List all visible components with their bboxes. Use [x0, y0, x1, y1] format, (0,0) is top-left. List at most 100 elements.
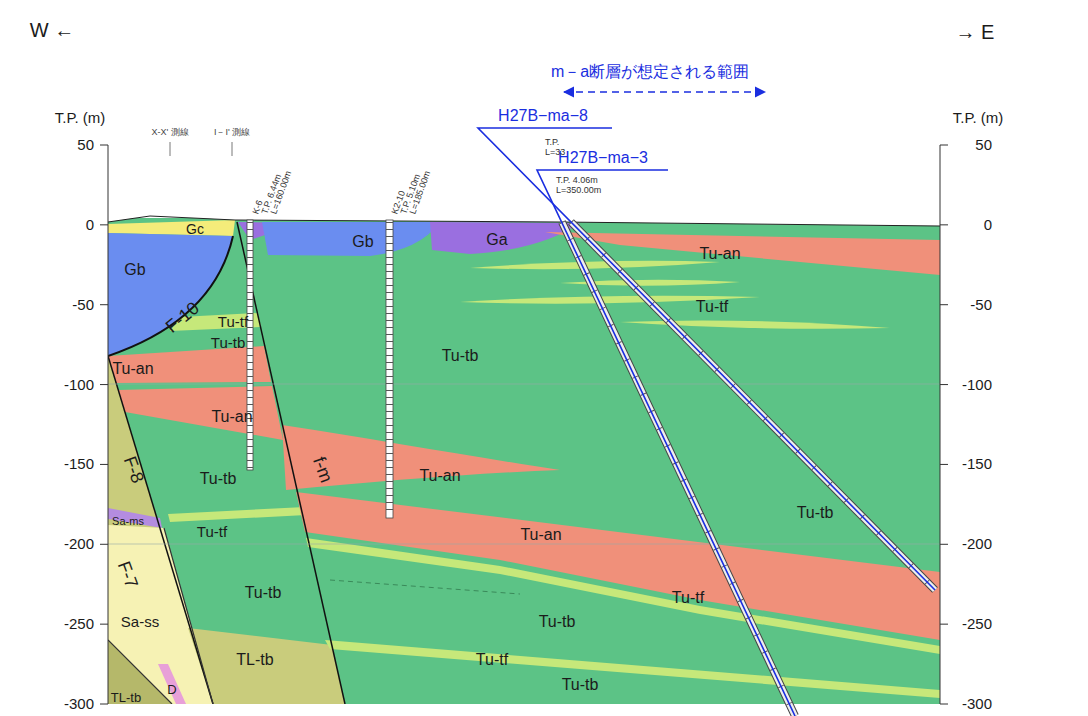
axis-number: -50	[72, 296, 94, 313]
axis-number: -250	[962, 616, 992, 633]
unit-label: Tu-tf	[218, 314, 248, 331]
ga-body	[430, 222, 580, 254]
unit-label: Tu-tb	[539, 613, 576, 631]
axis-number: -300	[64, 696, 94, 713]
fault-line	[108, 528, 213, 704]
unit-label: Gb	[124, 261, 145, 279]
unit-label: Tu-tf	[197, 524, 227, 541]
boundary-line	[330, 580, 520, 594]
section-line-label: X-X' 測線	[151, 128, 188, 138]
gb-body	[262, 222, 440, 256]
unit-label: Ga	[486, 231, 507, 249]
axis-number: -300	[962, 696, 992, 713]
unit-label: Gb	[352, 233, 373, 251]
axis-number: 50	[77, 137, 94, 154]
range-label: m－a断層が想定される範囲	[551, 63, 749, 81]
tu-an-body	[118, 386, 283, 440]
unit-label: Tu-tf	[476, 651, 508, 669]
d-body	[158, 664, 186, 704]
tu-an-body	[108, 346, 271, 383]
sa-ss-body	[108, 525, 213, 704]
borehole-label: T.P. 4.06m	[556, 176, 598, 186]
borehole	[247, 220, 253, 470]
unit-label: Tu-tf	[672, 589, 704, 607]
borehole-label: L=350.00m	[556, 186, 601, 196]
unit-label: Tu-an	[211, 408, 252, 426]
fault-label: F-10	[162, 299, 203, 338]
fault-label: f-m	[308, 454, 335, 485]
unit-label: TL-tb	[236, 651, 273, 669]
unit-label: Tu-tb	[200, 470, 237, 488]
axis-title: T.P. (m)	[55, 110, 106, 127]
range-arrow	[564, 91, 765, 93]
axis-tick	[100, 704, 108, 705]
unit-label: Tu-tb	[562, 676, 599, 694]
unit-label: Tu-tf	[696, 298, 728, 316]
axis-number: -200	[962, 536, 992, 553]
borehole-label: L=33	[545, 148, 565, 158]
sa-ms-body	[108, 508, 162, 528]
tu-tf-body	[306, 538, 940, 654]
section-marker	[170, 142, 232, 156]
borehole-ticks	[386, 222, 393, 516]
leader-line	[478, 128, 935, 590]
unit-label: D	[167, 683, 176, 697]
unit-label: Tu-tb	[211, 335, 245, 352]
section-line-label: I－I' 測線	[214, 128, 250, 138]
unit-label: Tu-tb	[442, 347, 479, 365]
tu-tb-body	[108, 218, 940, 704]
tu-tf-body	[168, 507, 306, 522]
unit-label: Tu-an	[520, 526, 561, 544]
borehole-label: T.P.	[545, 138, 559, 148]
axis-tick	[100, 145, 108, 146]
axis-tick	[940, 464, 948, 465]
axis-ticks	[100, 145, 948, 704]
tu-tf-body	[620, 320, 890, 328]
borehole-name: H27B−ma−8	[498, 107, 588, 125]
axis-number: -200	[64, 536, 94, 553]
axis-number: -50	[970, 296, 992, 313]
unit-label: Tu-tb	[797, 504, 834, 522]
tu-tf-body	[325, 640, 940, 698]
axis-tick	[940, 384, 948, 385]
axis-number: 0	[86, 217, 94, 234]
unit-label: Tu-tb	[245, 584, 282, 602]
axis-tick	[100, 384, 108, 385]
fault-label: F-7	[113, 559, 141, 591]
unit-label: Gc	[186, 222, 204, 237]
leader-line	[537, 170, 795, 716]
direction-label: → E	[956, 21, 995, 43]
unit-label: Sa-ms	[112, 515, 144, 527]
axis-tick	[940, 624, 948, 625]
ground-surface	[108, 216, 940, 226]
axis-tick	[100, 224, 108, 225]
axis-tick	[100, 544, 108, 545]
axis-number: 50	[975, 137, 992, 154]
axis-tick	[100, 304, 108, 305]
axis-line	[108, 145, 940, 704]
axis-number: -150	[64, 456, 94, 473]
axis-number: -100	[64, 376, 94, 393]
axis-number: -250	[64, 616, 94, 633]
axis-title: T.P. (m)	[953, 110, 1004, 127]
borehole-ticks	[247, 222, 253, 468]
axis-tick	[940, 544, 948, 545]
unit-label: Tu-an	[699, 245, 740, 263]
axis-tick	[940, 145, 948, 146]
tu-tf-body	[470, 261, 720, 269]
axis-number: -150	[962, 456, 992, 473]
axis-tick	[940, 704, 948, 705]
axis-tick	[940, 304, 948, 305]
direction-label: W ←	[30, 19, 74, 41]
geology	[108, 218, 940, 704]
axis-tick	[940, 224, 948, 225]
unit-label: TL-tb	[111, 691, 141, 705]
axis-tick	[100, 464, 108, 465]
axis-number: 0	[984, 217, 992, 234]
axis-number: -100	[962, 376, 992, 393]
tu-an-body	[282, 425, 560, 490]
unit-label: Sa-ss	[121, 614, 159, 631]
fault-label: F-8	[119, 454, 147, 486]
